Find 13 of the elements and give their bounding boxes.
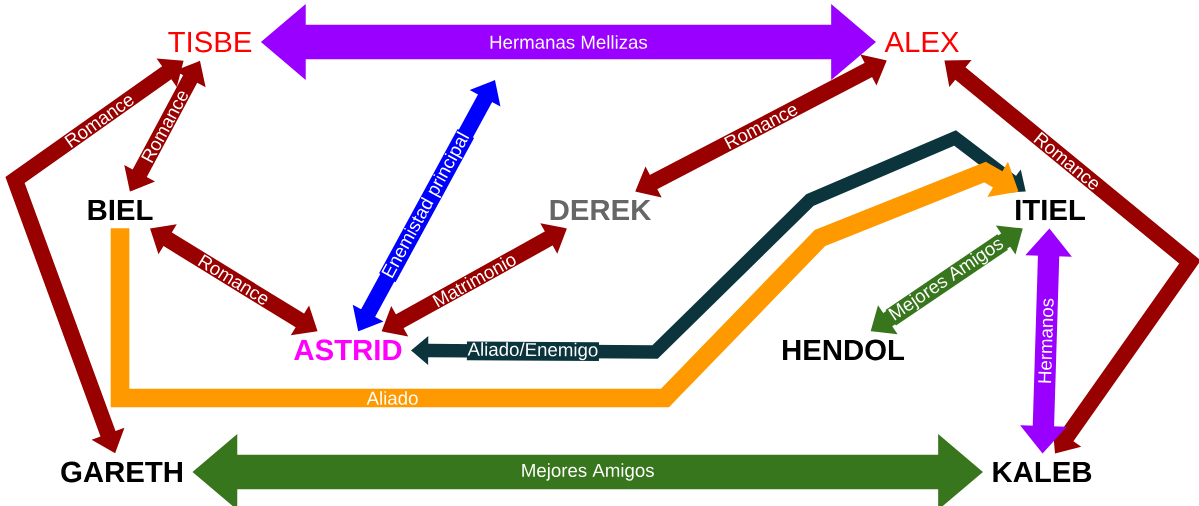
character-name: HENDOL (783, 339, 904, 361)
edge-label: Hermanas Mellizas (488, 34, 649, 50)
edge-label: Hermanos (1037, 297, 1055, 385)
character-name: GARETH (61, 461, 182, 483)
character-name: BIEL (88, 199, 153, 221)
character-name: DEREK (550, 199, 652, 221)
character-name: ALEX (884, 31, 959, 53)
edge-label: Aliado/Enemigo (466, 341, 600, 361)
character-name: TISBE (168, 31, 252, 53)
character-name: ITIEL (1016, 199, 1085, 221)
character-name: KALEB (993, 461, 1092, 483)
edge-label: Aliado (365, 390, 420, 406)
character-name: ASTRID (294, 339, 402, 361)
